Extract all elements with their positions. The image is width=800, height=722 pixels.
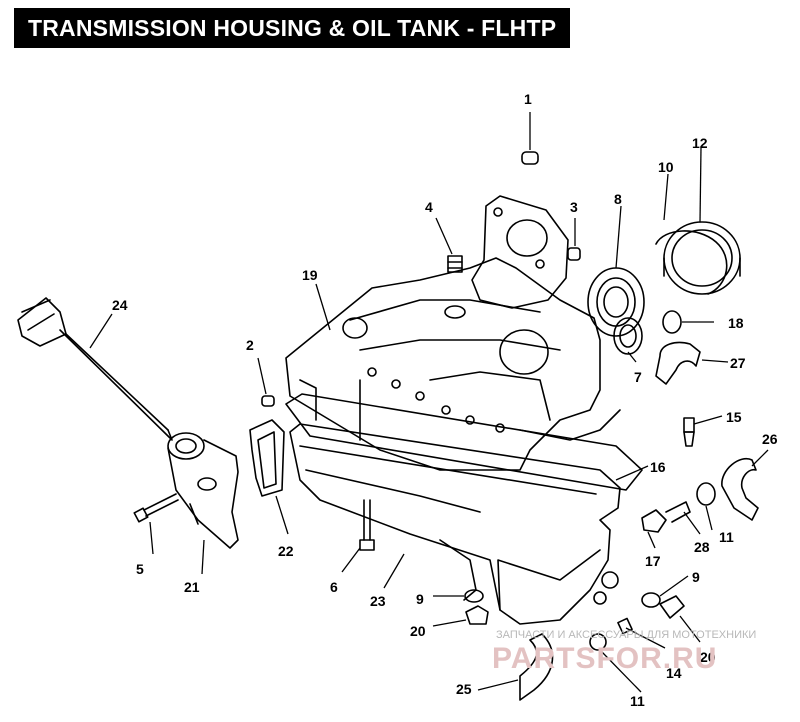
dipstick-part — [17, 297, 173, 441]
callout-label: 14 — [666, 665, 682, 681]
callout-label: 15 — [726, 409, 742, 425]
callout-label: 5 — [136, 561, 144, 577]
dowel-part — [567, 247, 581, 261]
oil-seal-part — [663, 221, 741, 295]
drain-plug-part — [659, 595, 685, 619]
callout-label: 7 — [634, 369, 642, 385]
elbow-fitting-part — [641, 501, 691, 533]
bolt-part — [133, 493, 179, 523]
pan-bolt-part — [359, 499, 375, 551]
return-hose-part — [721, 457, 759, 521]
callout-label: 20 — [700, 649, 716, 665]
callout-label: 18 — [728, 315, 744, 331]
needle-bearing-part — [613, 317, 643, 355]
diagram-title: TRANSMISSION HOUSING & OIL TANK - FLHTP — [28, 14, 557, 41]
callout-label: 2 — [246, 337, 254, 353]
callout-label: 11 — [719, 529, 734, 545]
watermark-brand: PARTSFOR.RU — [492, 642, 717, 675]
callout-label: 4 — [425, 199, 433, 215]
title-bar: TRANSMISSION HOUSING & OIL TANK - FLHTP — [14, 8, 570, 48]
washer-part — [696, 482, 716, 506]
callout-label: 23 — [370, 593, 386, 609]
callout-label: 6 — [330, 579, 338, 595]
vent-plug-part — [444, 255, 466, 319]
callout-label: 19 — [302, 267, 318, 283]
callout-label: 11 — [630, 693, 645, 709]
hose-part — [655, 341, 701, 385]
callout-label: 24 — [112, 297, 128, 313]
callout-label: 21 — [184, 579, 200, 595]
callout-label: 3 — [570, 199, 578, 215]
o-ring-left-part — [464, 589, 484, 603]
transmission-housing-part — [285, 257, 621, 471]
retaining-ring-part — [655, 230, 728, 295]
callout-label: 12 — [692, 135, 708, 151]
drain-hose-part — [519, 633, 554, 701]
callout-label: 10 — [658, 159, 674, 175]
callout-label: 1 — [524, 91, 532, 107]
callout-label: 17 — [645, 553, 661, 569]
callout-label: 8 — [614, 191, 622, 207]
callout-label: 9 — [692, 569, 700, 585]
callout-label: 20 — [410, 623, 426, 639]
callout-label: 26 — [762, 431, 778, 447]
callout-label: 9 — [416, 591, 424, 607]
dowel-pin-part — [261, 395, 275, 407]
fitting-small-part — [617, 617, 633, 635]
spacer-part — [662, 310, 682, 334]
callout-label: 16 — [650, 459, 666, 475]
callout-label: 22 — [278, 543, 294, 559]
filler-gasket-part — [249, 419, 285, 497]
filler-neck-part — [167, 432, 239, 549]
oil-tank-part — [289, 423, 621, 625]
callout-label: 28 — [694, 539, 710, 555]
callout-label: 27 — [730, 355, 746, 371]
callout-label: 25 — [456, 681, 472, 697]
pan-gasket-part — [285, 393, 643, 491]
top-cover-bracket-part — [471, 151, 569, 309]
watermark-tagline: ЗАПЧАСТИ И АКСЕССУАРЫ ДЛЯ МОТОТЕХНИКИ — [496, 629, 756, 641]
o-ring-part — [641, 592, 661, 608]
washer-lower-part — [589, 633, 607, 651]
fitting-part — [683, 417, 695, 447]
drain-plug-left-part — [465, 605, 489, 625]
